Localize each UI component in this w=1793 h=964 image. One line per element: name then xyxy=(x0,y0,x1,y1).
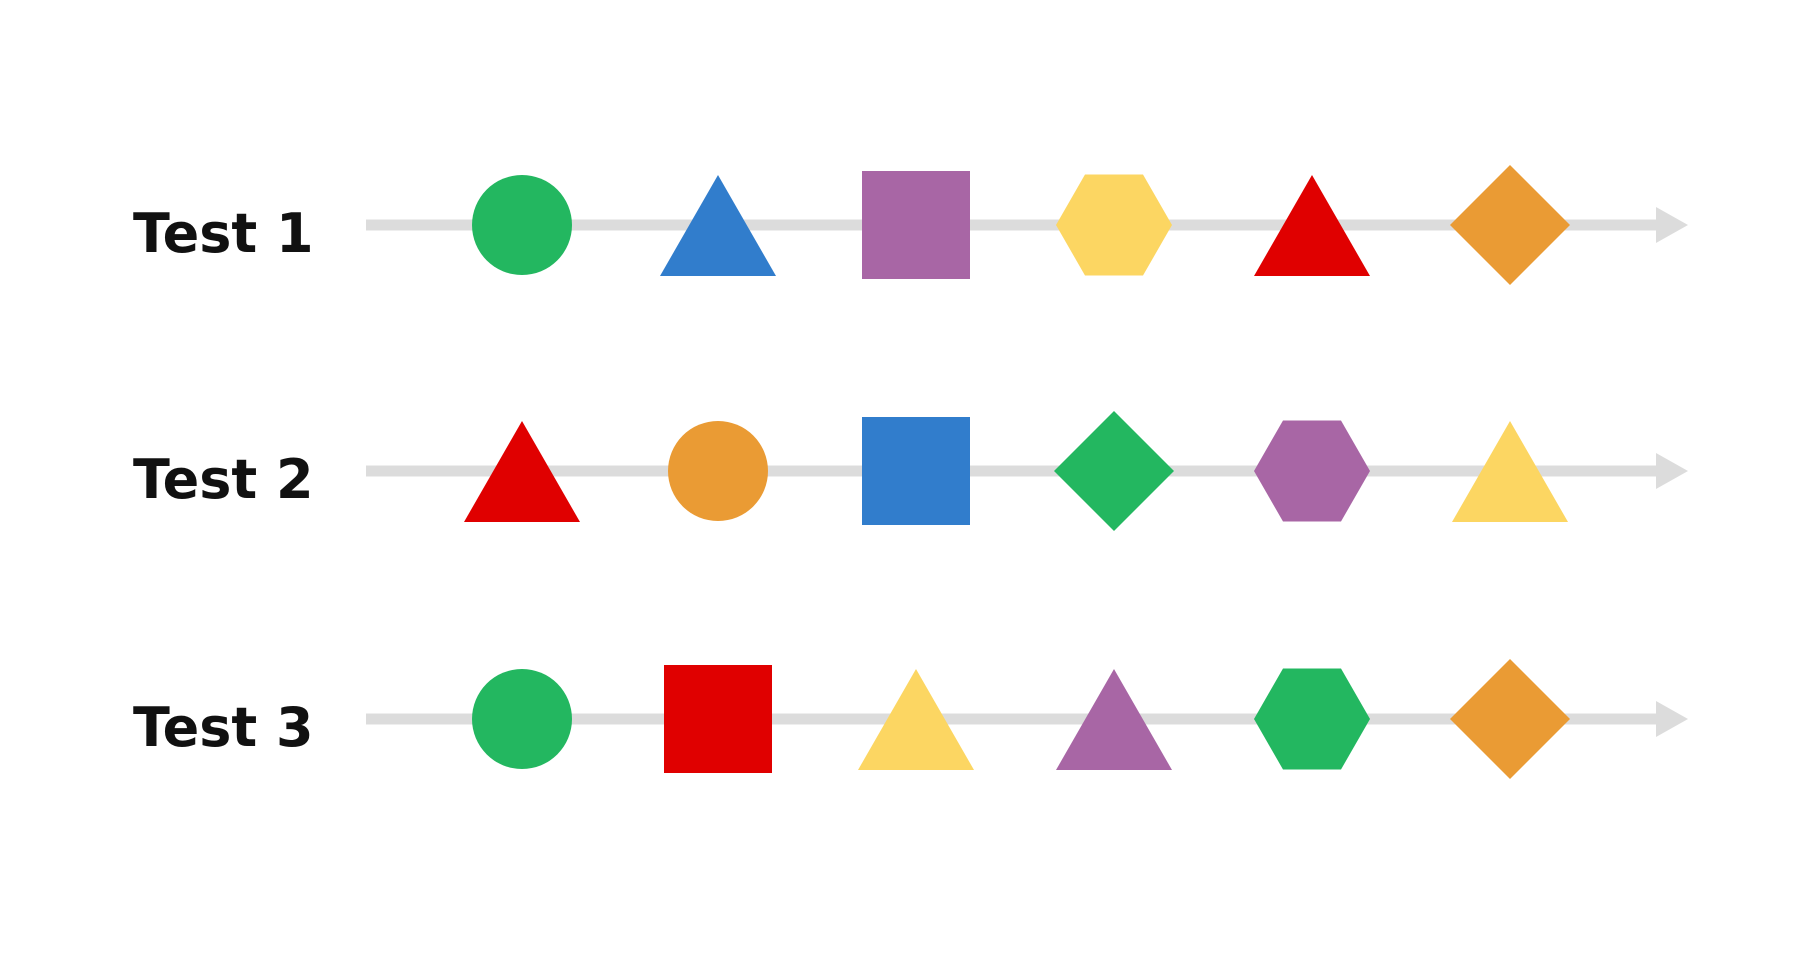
shape-slot xyxy=(472,175,572,275)
shape-slot xyxy=(1254,175,1370,276)
red-square-shape xyxy=(664,665,772,773)
yellow-triangle-shape xyxy=(858,669,974,770)
shape-slot xyxy=(1254,420,1370,522)
row-test-3: Test 3 xyxy=(133,659,1688,779)
shape-slot xyxy=(862,417,970,525)
green-hexagon-shape xyxy=(1254,668,1370,770)
timeline-arrowhead xyxy=(1656,207,1688,243)
orange-diamond-shape xyxy=(1450,659,1570,779)
shape-slot xyxy=(1056,669,1172,770)
yellow-triangle-shape xyxy=(1452,421,1568,522)
red-triangle-shape xyxy=(464,421,580,522)
shape-slot xyxy=(1254,668,1370,770)
shape-slot xyxy=(862,171,970,279)
row-test-1: Test 1 xyxy=(133,165,1688,285)
blue-triangle-shape xyxy=(660,175,776,276)
shape-slot xyxy=(1450,659,1570,779)
shape-slot xyxy=(1452,421,1568,522)
row-test-2: Test 2 xyxy=(133,411,1688,531)
timeline-arrowhead xyxy=(1656,453,1688,489)
shape-slot xyxy=(660,175,776,276)
purple-square-shape xyxy=(862,171,970,279)
shape-slot xyxy=(464,421,580,522)
green-circle-shape xyxy=(472,669,572,769)
purple-hexagon-shape xyxy=(1254,420,1370,522)
green-diamond-shape xyxy=(1054,411,1174,531)
shape-slot xyxy=(1450,165,1570,285)
timeline-arrowhead xyxy=(1656,701,1688,737)
yellow-hexagon-shape xyxy=(1056,174,1172,276)
shape-slot xyxy=(858,669,974,770)
shape-slot xyxy=(472,669,572,769)
blue-square-shape xyxy=(862,417,970,525)
shape-slot xyxy=(668,421,768,521)
shape-slot xyxy=(1056,174,1172,276)
purple-triangle-shape xyxy=(1056,669,1172,770)
shape-slot xyxy=(664,665,772,773)
orange-circle-shape xyxy=(668,421,768,521)
red-triangle-shape xyxy=(1254,175,1370,276)
row-label: Test 1 xyxy=(133,202,314,265)
orange-diamond-shape xyxy=(1450,165,1570,285)
green-circle-shape xyxy=(472,175,572,275)
shape-slot xyxy=(1054,411,1174,531)
row-label: Test 2 xyxy=(133,448,314,511)
row-label: Test 3 xyxy=(133,696,314,759)
